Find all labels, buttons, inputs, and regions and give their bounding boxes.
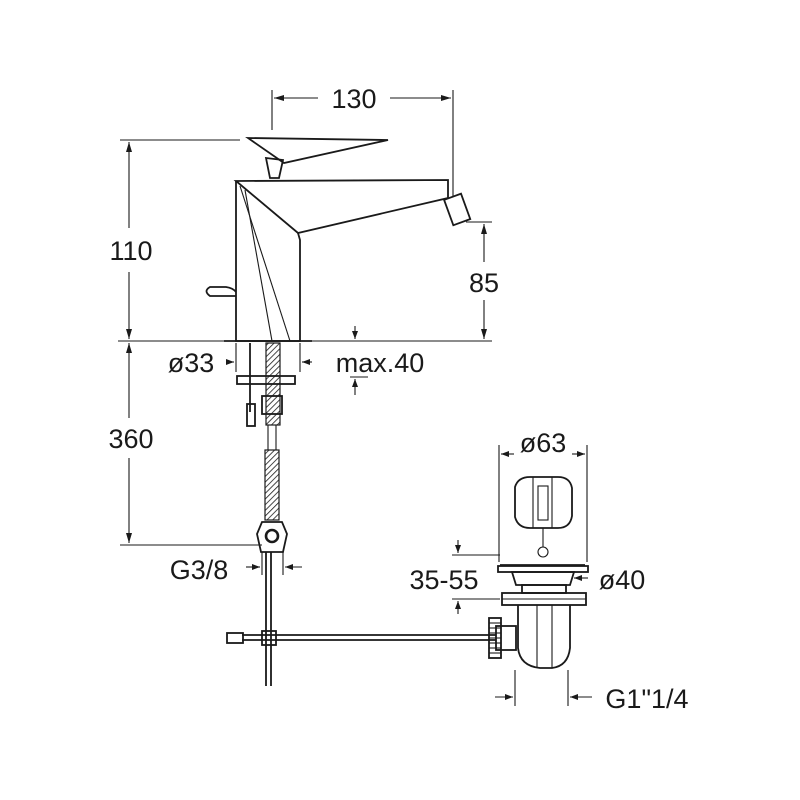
label-range-35-55: 35-55 — [409, 565, 478, 595]
label-height-110: 110 — [109, 236, 152, 266]
dimension-labels: 130 110 85 ø33 max.40 360 G3/8 ø63 35-55… — [108, 84, 688, 714]
label-height-85: 85 — [469, 268, 499, 298]
label-diameter-63: ø63 — [520, 428, 567, 458]
spray-nozzle — [442, 192, 472, 227]
label-diameter-33: ø33 — [168, 348, 215, 378]
spout — [233, 179, 449, 234]
popup-lever — [205, 286, 237, 297]
label-diameter-40: ø40 — [599, 565, 646, 595]
waste-body — [517, 605, 571, 669]
hose-fitting — [256, 521, 288, 553]
lever-joint — [264, 156, 285, 179]
label-thread-g38: G3/8 — [170, 555, 229, 585]
popup-knob — [514, 476, 573, 529]
popup-waste — [488, 476, 589, 669]
label-max-40: max.40 — [336, 348, 425, 378]
flexible-hose — [264, 449, 280, 521]
label-thread-g114: G1"1/4 — [605, 684, 688, 714]
dimension-lines — [118, 90, 592, 706]
label-length-360: 360 — [108, 424, 153, 454]
underside-assembly — [226, 342, 496, 686]
mounting-plate — [236, 375, 296, 385]
faucet-body — [205, 137, 472, 342]
label-width-130: 130 — [331, 84, 376, 114]
lever-handle — [245, 137, 389, 164]
